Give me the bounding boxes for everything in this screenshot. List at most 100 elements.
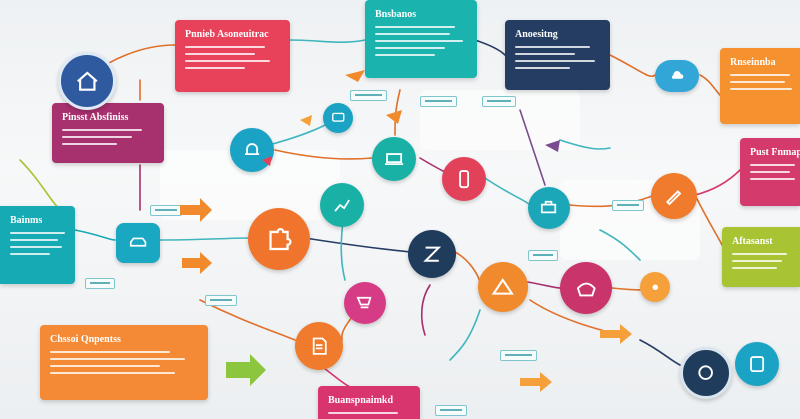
tag <box>435 405 467 416</box>
node-small-orange[interactable] <box>640 272 670 302</box>
node-car[interactable] <box>116 223 160 263</box>
text-line <box>185 53 255 55</box>
text-line <box>62 143 117 145</box>
tag <box>420 96 457 107</box>
house-icon <box>76 71 98 91</box>
dot-icon <box>652 284 658 290</box>
card-title: Pnnieb Asoneuitrac <box>185 29 269 40</box>
card-title: Pinsst Absfiniss <box>62 112 129 123</box>
bell-icon <box>244 143 260 155</box>
text-line <box>185 46 265 48</box>
card-orange-right[interactable]: Rnseinnba <box>720 48 800 124</box>
card-title: Aftasanst <box>732 236 773 247</box>
text-line <box>730 81 785 83</box>
card-teal-top[interactable]: Bnsbanos <box>365 0 477 78</box>
node-small-teal[interactable] <box>323 103 353 133</box>
text-line <box>732 260 782 262</box>
card-pink-top[interactable]: Pnnieb Asoneuitrac <box>175 20 290 92</box>
tag <box>85 278 115 289</box>
tag <box>482 96 516 107</box>
text-line <box>515 46 590 48</box>
card-pink-bottom[interactable]: Buanspnaimkd <box>318 386 420 419</box>
card-rose-right[interactable]: Pust Fnmap <box>740 138 800 206</box>
card-title: Bnsbanos <box>375 9 417 20</box>
text-line <box>375 54 435 56</box>
text-line <box>185 60 270 62</box>
tag <box>500 350 537 361</box>
node-bell[interactable] <box>230 128 274 172</box>
car-icon <box>129 237 147 247</box>
card-title: Buanspnaimkd <box>328 395 394 406</box>
text-line <box>750 171 790 173</box>
text-line <box>730 88 792 90</box>
puzzle-icon <box>269 227 292 251</box>
text-line <box>730 74 790 76</box>
card-orange-bottom[interactable]: Chssoi Qnpentss <box>40 325 208 400</box>
node-laptop[interactable] <box>372 137 416 181</box>
card-title: Rnseinnba <box>730 57 776 68</box>
text-line <box>732 253 787 255</box>
node-cup[interactable] <box>560 262 612 314</box>
node-box[interactable] <box>528 187 570 229</box>
text-line <box>375 47 445 49</box>
phone-icon <box>459 170 469 188</box>
tag <box>350 90 387 101</box>
node-phone[interactable] <box>442 157 486 201</box>
card-title: Pust Fnmap <box>750 147 800 158</box>
text-line <box>50 365 160 367</box>
node-cart[interactable] <box>344 282 386 324</box>
node-compass[interactable] <box>408 230 456 278</box>
text-line <box>62 136 132 138</box>
pen-icon <box>666 190 682 206</box>
node-chart[interactable] <box>320 183 364 227</box>
node-tablet[interactable] <box>735 342 779 386</box>
card-title: Chssoi Qnpentss <box>50 334 121 345</box>
text-line <box>185 67 245 69</box>
box-icon <box>541 201 557 214</box>
laptop-icon <box>384 153 404 165</box>
node-pen[interactable] <box>651 173 697 219</box>
card-magenta-left[interactable]: Pinsst Absfiniss <box>52 103 164 163</box>
node-badge[interactable] <box>680 347 732 399</box>
node-puzzle[interactable] <box>248 208 310 270</box>
tent-icon <box>491 278 515 295</box>
text-line <box>10 239 58 241</box>
badge-icon <box>698 365 714 381</box>
text-line <box>50 351 170 353</box>
text-line <box>515 67 570 69</box>
text-line <box>10 253 50 255</box>
tag <box>612 200 644 211</box>
text-line <box>328 412 398 414</box>
cup-icon <box>576 282 596 297</box>
card-navy-top[interactable]: Anoesitng <box>505 20 610 90</box>
compass-icon <box>423 246 441 262</box>
tag <box>205 295 237 306</box>
chat-icon <box>331 112 345 122</box>
text-line <box>515 60 595 62</box>
text-line <box>375 33 450 35</box>
text-line <box>62 129 142 131</box>
document-icon <box>312 337 327 355</box>
card-lime-right[interactable]: Aftasanst <box>722 227 800 287</box>
text-line <box>375 26 455 28</box>
node-cloud[interactable] <box>655 60 699 92</box>
tag <box>528 250 558 261</box>
text-line <box>750 164 795 166</box>
text-line <box>750 178 795 180</box>
card-title: Anoesitng <box>515 29 558 40</box>
node-tent[interactable] <box>478 262 528 312</box>
text-line <box>10 246 62 248</box>
cloud-icon <box>671 71 684 79</box>
card-title: Bainms <box>10 215 43 226</box>
node-home[interactable] <box>58 52 116 110</box>
chart-icon <box>334 199 350 212</box>
card-teal-left[interactable]: Bainms <box>0 206 75 284</box>
cart-icon <box>356 297 372 309</box>
text-line <box>50 372 175 374</box>
node-document[interactable] <box>295 322 343 370</box>
text-line <box>375 40 463 42</box>
tablet-icon <box>750 356 764 372</box>
text-line <box>732 267 777 269</box>
